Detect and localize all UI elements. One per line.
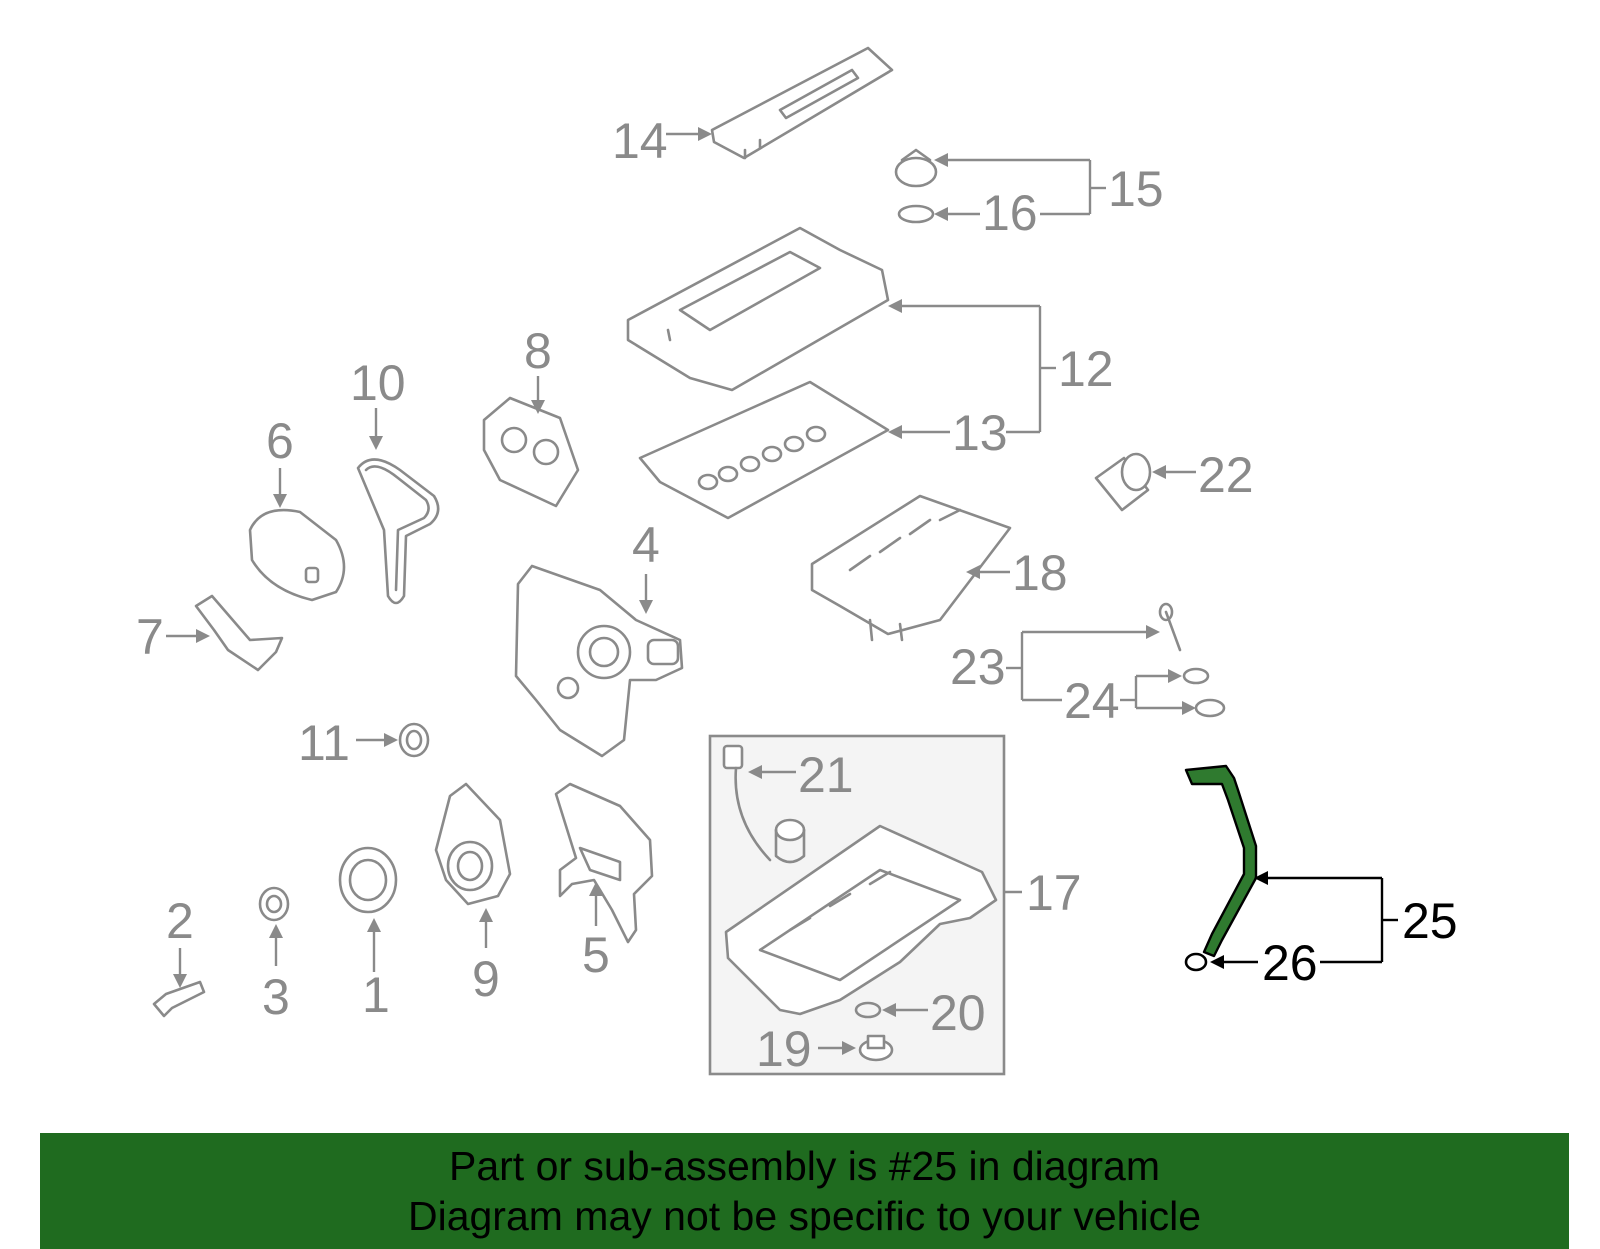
- info-banner: Part or sub-assembly is #25 in diagram D…: [40, 1133, 1569, 1249]
- svg-text:24: 24: [1064, 673, 1120, 729]
- part-4-front-cover[interactable]: [514, 564, 684, 758]
- banner-line-2: Diagram may not be specific to your vehi…: [407, 1193, 1201, 1239]
- part-25-dipstick-tube[interactable]: [1184, 764, 1258, 958]
- part-9-timing-cover-lower[interactable]: [434, 782, 512, 906]
- svg-text:10: 10: [350, 355, 406, 411]
- svg-text:22: 22: [1198, 447, 1254, 503]
- callout-8: 8: [524, 323, 552, 414]
- callout-20: 20: [882, 985, 986, 1041]
- callout-17: 17: [1004, 865, 1082, 921]
- svg-text:18: 18: [1012, 545, 1068, 601]
- callout-19: 19: [756, 1021, 856, 1077]
- svg-text:6: 6: [266, 413, 294, 469]
- part-15-oil-filler-cap[interactable]: [894, 148, 938, 188]
- part-14-engine-cover[interactable]: [710, 46, 894, 160]
- callout-2: 2: [166, 893, 194, 988]
- svg-text:14: 14: [612, 113, 668, 169]
- part-26-tube-o-ring[interactable]: [1184, 952, 1208, 972]
- callout-14: 14: [612, 113, 712, 169]
- svg-text:20: 20: [930, 985, 986, 1041]
- svg-text:3: 3: [262, 969, 290, 1025]
- svg-text:17: 17: [1026, 865, 1082, 921]
- part-1-crankshaft-pulley[interactable]: [338, 846, 398, 914]
- part-10-timing-belt[interactable]: [356, 458, 440, 605]
- callout-15: 15: [934, 153, 1164, 217]
- callout-10: 10: [350, 355, 406, 450]
- callout-6: 6: [266, 413, 294, 508]
- callout-18: 18: [966, 545, 1068, 601]
- callout-7: 7: [136, 609, 210, 665]
- svg-text:8: 8: [524, 323, 552, 379]
- svg-text:2: 2: [166, 893, 194, 949]
- part-20-drain-plug-gasket[interactable]: [854, 1001, 882, 1019]
- part-18-oil-pan-baffle[interactable]: [810, 494, 1012, 642]
- callout-1: 1: [362, 918, 390, 1023]
- svg-text:11: 11: [298, 715, 350, 771]
- part-2-bolt[interactable]: [152, 980, 206, 1018]
- callout-23: 23: [950, 625, 1160, 702]
- svg-text:23: 23: [950, 639, 1006, 695]
- part-21-oil-level-sensor[interactable]: [722, 744, 806, 864]
- svg-text:4: 4: [632, 517, 660, 573]
- callout-26: 26: [1210, 935, 1382, 991]
- part-6-timing-cover[interactable]: [248, 508, 346, 602]
- part-23-dipstick[interactable]: [1158, 602, 1182, 652]
- callout-9: 9: [472, 908, 500, 1007]
- callout-5: 5: [582, 882, 610, 983]
- callout-21: 21: [748, 747, 854, 803]
- svg-text:9: 9: [472, 951, 500, 1007]
- callout-12: 12: [888, 299, 1114, 432]
- part-22-oil-filter[interactable]: [1094, 452, 1152, 512]
- part-13-valve-cover-gasket[interactable]: [638, 380, 890, 520]
- part-16-cap-o-ring[interactable]: [897, 204, 935, 224]
- svg-text:7: 7: [136, 609, 164, 665]
- svg-text:26: 26: [1262, 935, 1318, 991]
- svg-text:13: 13: [952, 405, 1008, 461]
- callout-22: 22: [1152, 447, 1254, 503]
- callout-13: 13: [888, 405, 1040, 461]
- callout-3: 3: [262, 924, 290, 1025]
- svg-text:19: 19: [756, 1021, 812, 1077]
- part-19-drain-plug[interactable]: [858, 1034, 894, 1062]
- part-5-bracket[interactable]: [554, 782, 654, 944]
- svg-text:15: 15: [1108, 161, 1164, 217]
- part-17-oil-pan[interactable]: [724, 824, 998, 1016]
- part-8-timing-cover-upper[interactable]: [482, 396, 580, 508]
- svg-text:16: 16: [982, 185, 1038, 241]
- banner-line-1: Part or sub-assembly is #25 in diagram: [449, 1143, 1160, 1189]
- callout-24: 24: [1064, 669, 1196, 729]
- svg-text:1: 1: [362, 967, 390, 1023]
- svg-text:5: 5: [582, 927, 610, 983]
- part-12-valve-cover[interactable]: [626, 226, 890, 392]
- part-11-seal[interactable]: [398, 722, 430, 758]
- svg-text:12: 12: [1058, 341, 1114, 397]
- callout-16: 16: [934, 185, 1090, 241]
- parts-diagram: 14 15 16 12: [136, 46, 1458, 1077]
- callout-11: 11: [298, 715, 398, 771]
- callout-4: 4: [632, 517, 660, 614]
- part-3-washer[interactable]: [258, 886, 290, 922]
- part-7-belt-guide[interactable]: [194, 594, 284, 672]
- svg-text:25: 25: [1402, 893, 1458, 949]
- svg-text:21: 21: [798, 747, 854, 803]
- callout-25: 25: [1254, 871, 1458, 962]
